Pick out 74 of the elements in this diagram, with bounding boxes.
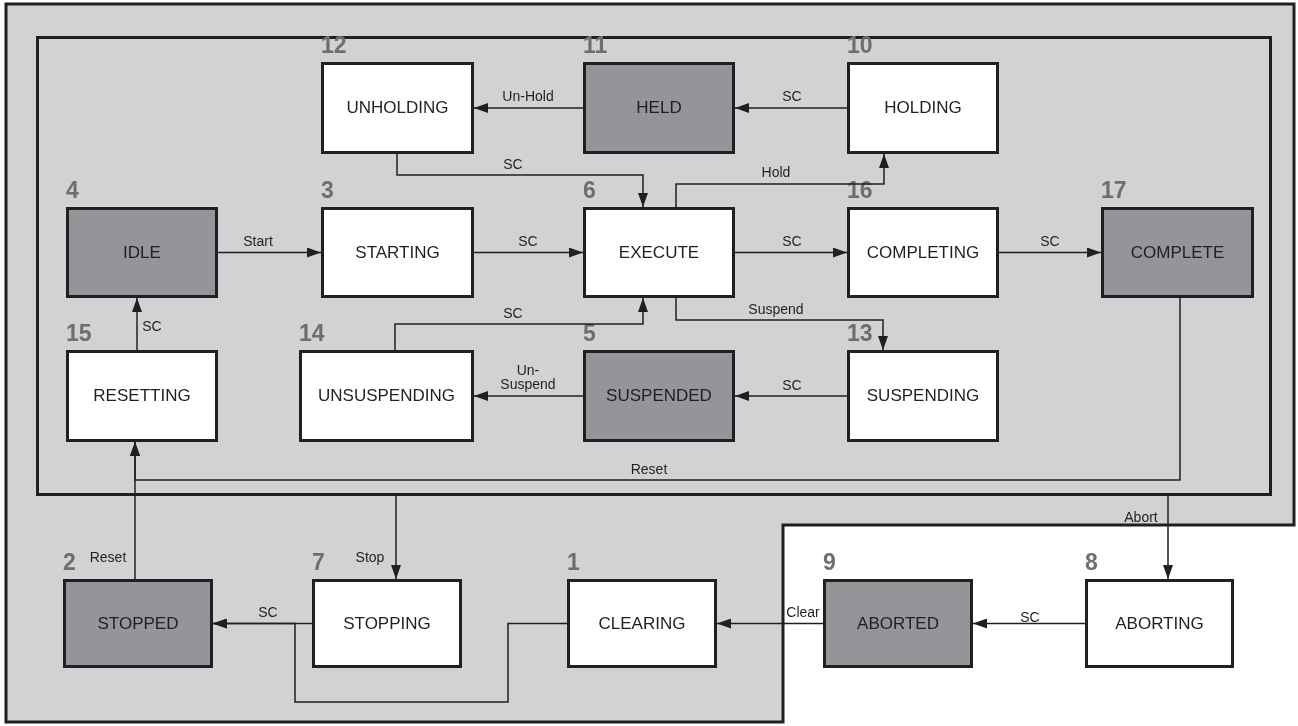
state-name: COMPLETE [1130, 242, 1225, 263]
arrow [998, 247, 1102, 258]
edge-label: SC [1040, 234, 1060, 248]
state-number: 2 [63, 551, 76, 574]
state-number: 12 [321, 34, 347, 57]
state-name: CLEARING [598, 613, 686, 634]
edge-label: SC [503, 306, 523, 320]
arrow [675, 297, 888, 351]
edge-label: Un-Hold [502, 89, 554, 103]
edge-label: SC [1020, 610, 1040, 624]
state-number: 1 [567, 551, 580, 574]
edge-label: SC [503, 157, 523, 171]
state-name: IDLE [123, 242, 161, 263]
state-name: HOLDING [884, 98, 962, 118]
state-name: UNHOLDING [346, 98, 449, 118]
edge-label: Reset [89, 550, 127, 564]
arrow [132, 297, 142, 351]
state-number: 6 [583, 179, 596, 202]
state-number: 4 [66, 179, 79, 202]
state-number: 10 [847, 34, 873, 57]
arrow [212, 618, 568, 703]
state-name: EXECUTE [618, 242, 700, 263]
arrow [734, 247, 848, 258]
arrow [394, 297, 648, 351]
edge-label: Start [243, 234, 273, 248]
edge-label: SC [782, 89, 802, 103]
arrow [130, 441, 140, 580]
state-name: RESETTING [93, 386, 191, 406]
arrow [217, 247, 322, 258]
edge-label: Reset [630, 462, 668, 476]
edge-label: SC [258, 605, 278, 619]
state-name: SUSPENDING [866, 386, 980, 406]
arrow [473, 103, 584, 113]
edge-label: SC [782, 234, 802, 248]
state-number: 8 [1085, 551, 1098, 574]
edge-label: SC [142, 319, 162, 333]
state-group-frame [36, 36, 1272, 496]
arrow [473, 247, 584, 258]
edge-label: Suspend [748, 302, 804, 316]
edge-label: Hold [761, 165, 791, 179]
arrow [972, 618, 1086, 629]
state-number: 3 [321, 179, 334, 202]
edge-label: Clear [786, 605, 820, 619]
state-name: UNSUSPENDING [318, 386, 455, 406]
state-number: 16 [847, 179, 873, 202]
state-name: STARTING [355, 242, 440, 263]
state-number: 17 [1101, 179, 1127, 202]
state-name: ABORTED [857, 613, 939, 634]
state-number: 7 [312, 551, 325, 574]
state-name: STOPPED [97, 613, 179, 634]
state-name: STOPPING [343, 613, 431, 634]
arrow [391, 495, 401, 580]
state-number: 5 [583, 322, 596, 345]
arrow [734, 391, 848, 401]
arrow [716, 618, 824, 629]
arrow [396, 153, 648, 208]
state-name: ABORTING [1115, 613, 1204, 634]
arrow [734, 103, 848, 113]
edge-label: Abort [1124, 510, 1158, 524]
arrow [1163, 495, 1173, 580]
edge-label: SC [518, 234, 538, 248]
state-name: COMPLETING [866, 242, 980, 263]
state-name: SUSPENDED [606, 386, 712, 406]
state-number: 14 [299, 322, 325, 345]
state-number: 11 [583, 34, 608, 57]
state-name: HELD [636, 98, 682, 118]
state-number: 9 [823, 551, 836, 574]
state-number: 15 [66, 322, 92, 345]
state-number: 13 [847, 322, 873, 345]
edge-label: SC [782, 378, 802, 392]
edge-label: Stop [355, 550, 385, 564]
arrow [675, 153, 889, 208]
arrow [473, 391, 584, 401]
edge-label: Un- Suspend [499, 363, 557, 391]
